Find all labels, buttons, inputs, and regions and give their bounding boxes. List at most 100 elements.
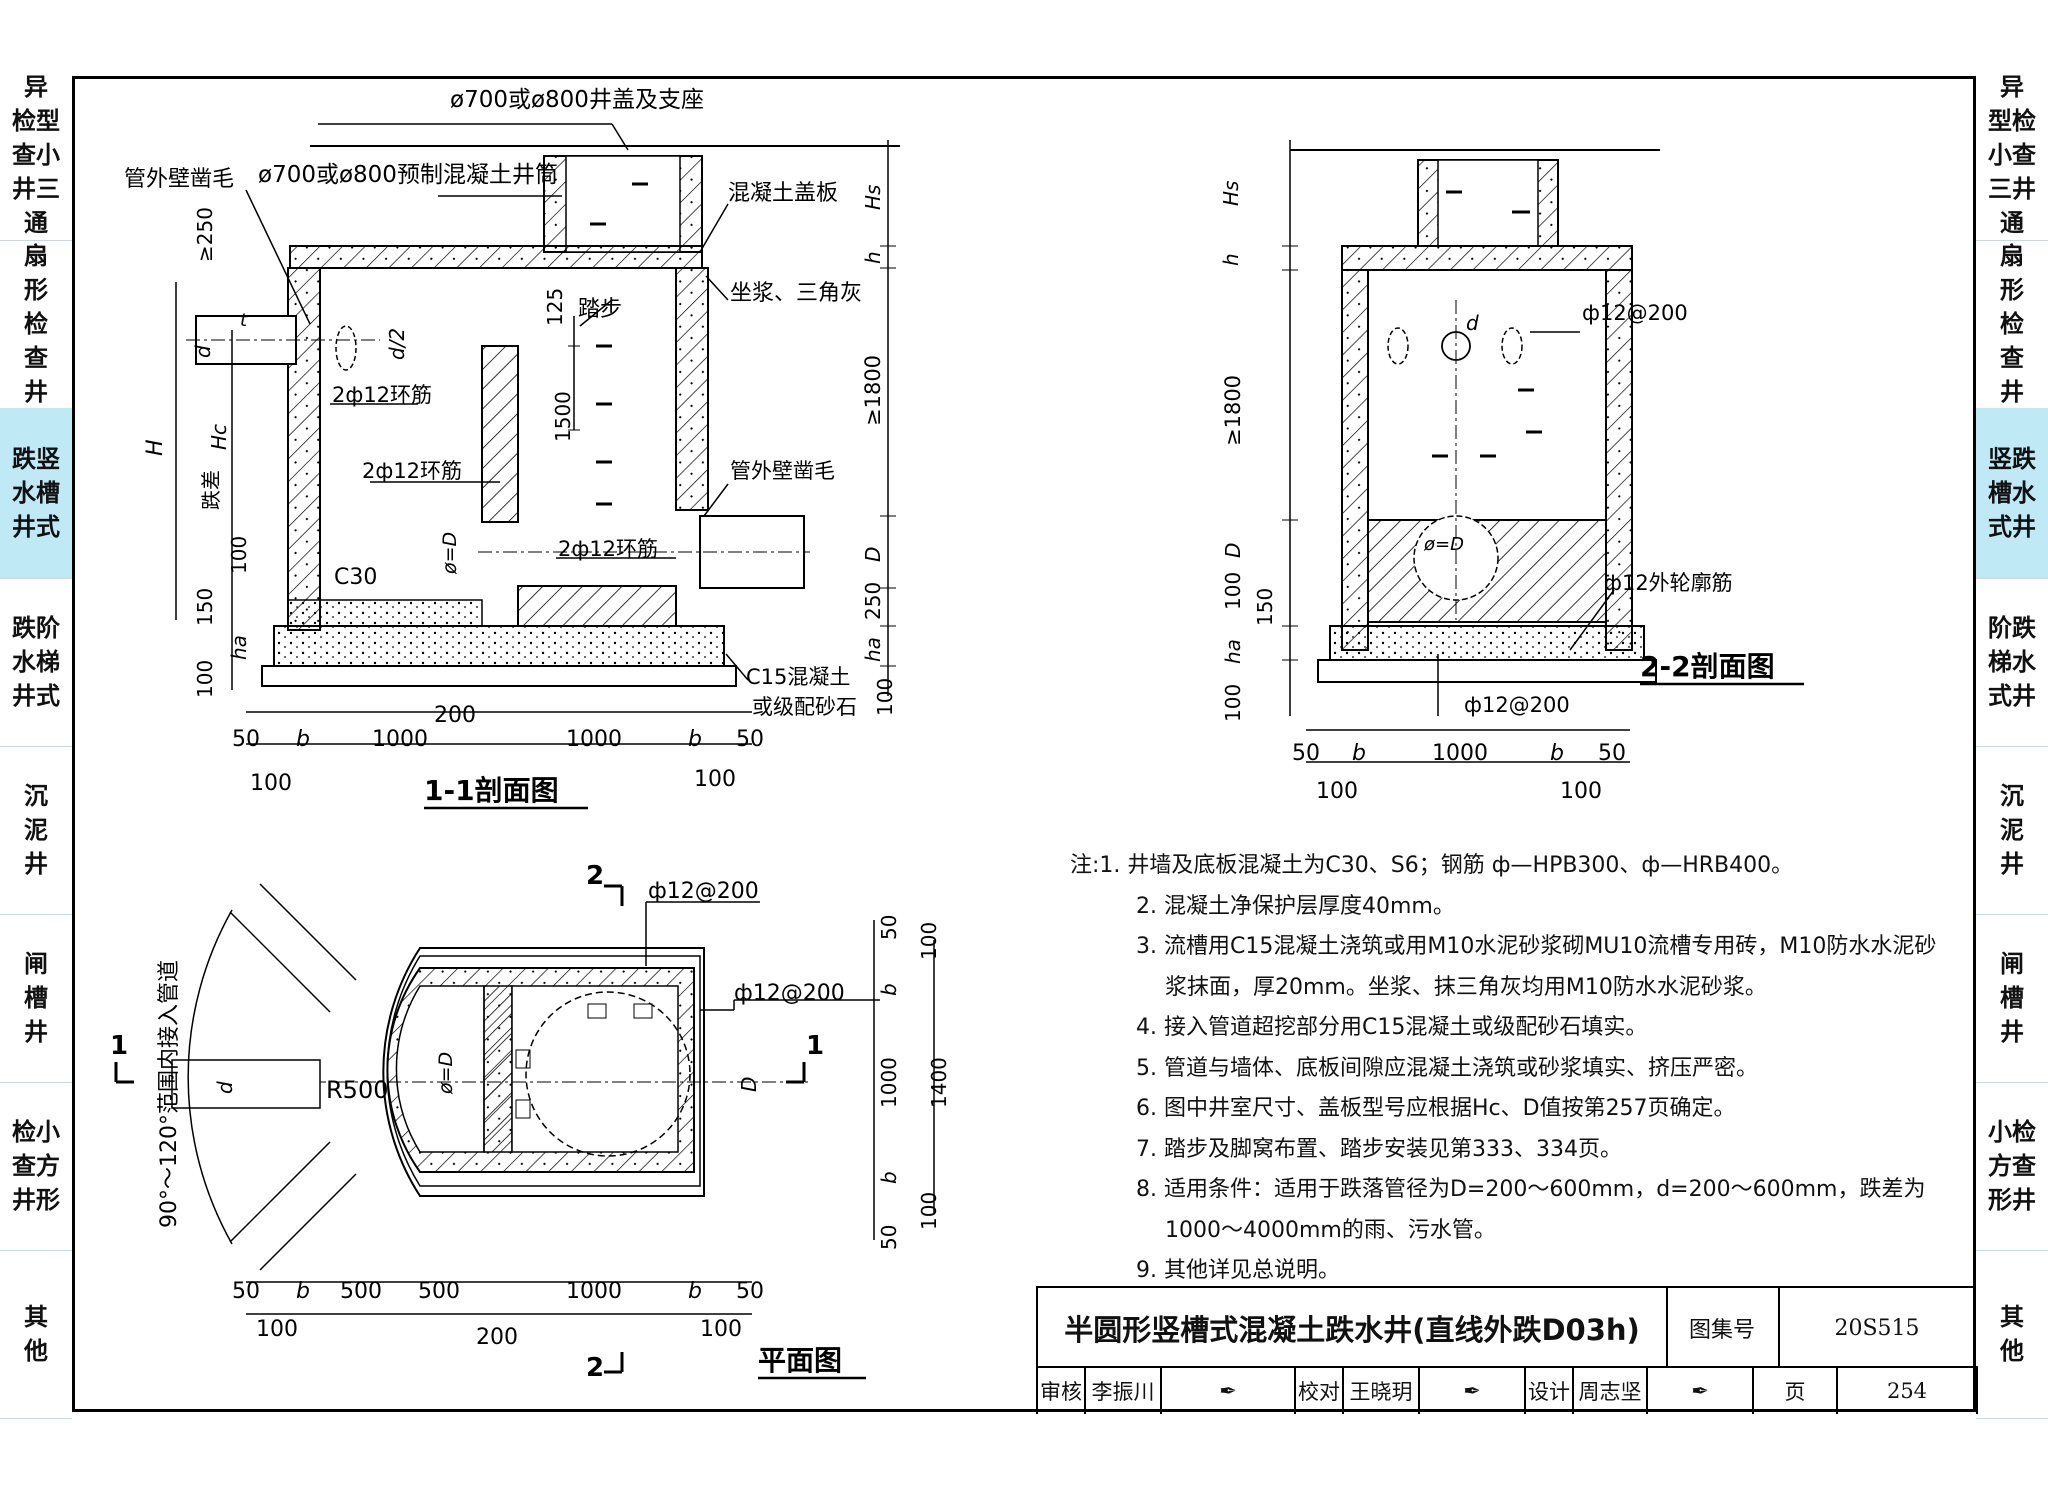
- dim-2-h: h: [1219, 253, 1243, 266]
- label-chisel-left: 管外壁凿毛: [124, 167, 234, 192]
- sidebar-right-item-6[interactable]: 小检 方查 形井: [1976, 1082, 2048, 1251]
- sidebar-right-item-0[interactable]: 异 型检 小查 三井 通: [1976, 70, 2048, 241]
- sidebar-right-item-1[interactable]: 扇 形 检 查 井: [1976, 240, 2048, 409]
- sidebar-left-label: 沉 泥 井: [24, 781, 48, 878]
- sidebar-left-item-6[interactable]: 检小 查方 井形: [0, 1082, 72, 1251]
- sidebar-right-label: 其 他: [2000, 1302, 2024, 1365]
- note-item-4: 4. 接入管道超挖部分用C15混凝土或级配砂石填实。: [1136, 1015, 1648, 1040]
- dim-100c: 100: [873, 678, 897, 716]
- dim-2-ha: ha: [1221, 639, 1245, 664]
- checker-name: 王晓玥: [1344, 1368, 1420, 1414]
- drawing-frame: [72, 76, 1976, 1412]
- plan-dim-top-4: 1000: [566, 1279, 622, 1304]
- sidebar-right-label: 异 型检 小查 三井 通: [1988, 72, 2036, 237]
- dim-drop: 跌差: [199, 470, 223, 510]
- dim-2-100b: 100: [1221, 684, 1245, 722]
- plan-D: D: [737, 1077, 761, 1092]
- section-1-1: ø700或ø800井盖及支座 ø700或ø800预制混凝土井筒 管外壁凿毛 混凝…: [124, 87, 900, 810]
- label-cover-seat: ø700或ø800井盖及支座: [450, 87, 704, 113]
- dim-ha-left: ha: [227, 635, 251, 660]
- sidebar-right-item-3[interactable]: 阶跌 梯水 式井: [1976, 578, 2048, 747]
- plan-dim-bottom-1: 200: [476, 1325, 518, 1350]
- plan-right-dim-5: 100: [917, 1192, 941, 1230]
- sidebar-right-item-2[interactable]: 竖跌 槽水 式井: [1976, 408, 2048, 579]
- dim-2-100: 100: [1221, 572, 1245, 610]
- sidebar-right-item-7[interactable]: 其 他: [1976, 1250, 2048, 1419]
- label-2-rebar-outline: ф12外轮廓筋: [1604, 571, 1733, 595]
- dim-2-bottom-0: 100: [1316, 779, 1358, 804]
- sidebar-left-item-7[interactable]: 其 他: [0, 1250, 72, 1419]
- left-sidebar-index: 异 检型 查小 井三 通 扇 形 检 查 井 跌竖 水槽 井式 跌阶 水梯 井式…: [0, 0, 72, 1488]
- dim-1800: ≥1800: [861, 355, 885, 426]
- title-block: 半圆形竖槽式混凝土跌水井(直线外跌D03h) 图集号 20S515 审核 李振川…: [1036, 1286, 1978, 1414]
- section-2-2: Hs h ≥1800 D 100 150 ha 100 d ø=D ф12@20…: [1219, 140, 1804, 804]
- label-precast-shaft: ø700或ø800预制混凝土井筒: [258, 162, 558, 188]
- dim-top-3: 200: [434, 703, 476, 728]
- sidebar-right-label: 沉 泥 井: [2000, 781, 2024, 878]
- dim-1500: 1500: [551, 391, 575, 442]
- plan-right-dim-1: 100: [917, 922, 941, 960]
- dim-bottom-0: 100: [250, 771, 292, 796]
- plan-dim-bottom-0: 100: [256, 1317, 298, 1342]
- sidebar-left-item-3[interactable]: 跌阶 水梯 井式: [0, 578, 72, 747]
- dim-Hc: Hc: [207, 424, 231, 450]
- dim-2-top-1: b: [1352, 741, 1366, 766]
- dim-top-4: 1000: [566, 727, 622, 752]
- note-item-8: 8. 适用条件：适用于跌落管径为D=200～600mm，d=200～600mm，…: [1136, 1177, 1926, 1202]
- cut-2-bottom: 2: [586, 1353, 604, 1383]
- dim-250b: 250: [861, 582, 885, 620]
- dim-top-1: b: [296, 727, 310, 752]
- dim-t: t: [240, 310, 248, 331]
- plan-right-dim-2: b: [877, 983, 901, 996]
- dim-2-Hs: Hs: [1219, 181, 1243, 206]
- sidebar-right-label: 小检 方查 形井: [1988, 1117, 2036, 1214]
- dim-top-6: 50: [736, 727, 764, 752]
- sidebar-left-label: 异 检型 查小 井三 通: [12, 72, 60, 237]
- dim-2-1800: ≥1800: [1221, 375, 1245, 446]
- checker-signature: ✒: [1420, 1368, 1526, 1414]
- dim-top-2: 1000: [372, 727, 428, 752]
- notes-block: 注:1. 井墙及底板混凝土为C30、S6；钢筋 ф—HPB300、ф—HRB40…: [1070, 846, 1950, 1292]
- plan-phiD: ø=D: [435, 1052, 457, 1095]
- dim-d: d: [191, 345, 215, 358]
- note-item-8-cont: 1000～4000mm的雨、污水管。: [1165, 1217, 1496, 1243]
- notes-head: 注:: [1070, 853, 1100, 878]
- plan-dim-top-0: 50: [232, 1279, 260, 1304]
- label-mortar: 坐浆、三角灰: [730, 281, 862, 306]
- drawing-title: 半圆形竖槽式混凝土跌水井(直线外跌D03h): [1036, 1286, 1668, 1368]
- sidebar-left-label: 其 他: [24, 1302, 48, 1365]
- label-step: 踏步: [578, 297, 622, 322]
- note-line: 注:1. 井墙及底板混凝土为C30、S6；钢筋 ф—HPB300、ф—HRB40…: [1070, 846, 1950, 887]
- label-2-d: d: [1466, 311, 1479, 335]
- plan-dim-top-5: b: [688, 1279, 702, 1304]
- reviewer-signature: ✒: [1162, 1368, 1296, 1414]
- sidebar-left-item-4[interactable]: 沉 泥 井: [0, 746, 72, 915]
- sidebar-right-item-5[interactable]: 闸 槽 井: [1976, 914, 2048, 1083]
- plan-title: 平面图: [758, 1344, 842, 1377]
- sidebar-left-item-5[interactable]: 闸 槽 井: [0, 914, 72, 1083]
- sidebar-left-label: 跌竖 水槽 井式: [12, 444, 60, 541]
- dim-Hs: Hs: [861, 185, 885, 210]
- section-2-2-title: 2-2剖面图: [1640, 650, 1775, 683]
- page-label: 页: [1754, 1368, 1838, 1414]
- dim-2-top-3: b: [1550, 741, 1564, 766]
- plan-right-dim-4: b: [877, 1171, 901, 1184]
- right-sidebar-index: 异 型检 小查 三井 通 扇 形 检 查 井 竖跌 槽水 式井 阶跌 梯水 式井…: [1976, 0, 2048, 1488]
- section-1-1-title: 1-1剖面图: [424, 774, 559, 807]
- note-item-5: 5. 管道与墙体、底板间隙应混凝土浇筑或砂浆填实、挤压严密。: [1136, 1055, 1758, 1081]
- plan-rebar-2: ф12@200: [734, 981, 845, 1006]
- sidebar-right-item-4[interactable]: 沉 泥 井: [1976, 746, 2048, 915]
- designer-name: 周志坚: [1574, 1368, 1648, 1414]
- note-item-7: 7. 踏步及脚窝布置、踏步安装见第333、334页。: [1136, 1136, 1622, 1162]
- sidebar-left-item-1[interactable]: 扇 形 检 查 井: [0, 240, 72, 409]
- page-number: 254: [1838, 1368, 1978, 1414]
- plan-right-dim-3: 1000: [877, 1057, 901, 1108]
- label-ring-2: 2ф12环筋: [362, 459, 462, 483]
- note-item-2: 2. 混凝土净保护层厚度40mm。: [1136, 893, 1455, 919]
- sidebar-left-item-2[interactable]: 跌竖 水槽 井式: [0, 408, 72, 579]
- sidebar-right-label: 竖跌 槽水 式井: [1988, 444, 2036, 541]
- sidebar-right-label: 阶跌 梯水 式井: [1988, 613, 2036, 710]
- plan-dim-bottom-2: 100: [700, 1317, 742, 1342]
- sidebar-left-item-0[interactable]: 异 检型 查小 井三 通: [0, 70, 72, 241]
